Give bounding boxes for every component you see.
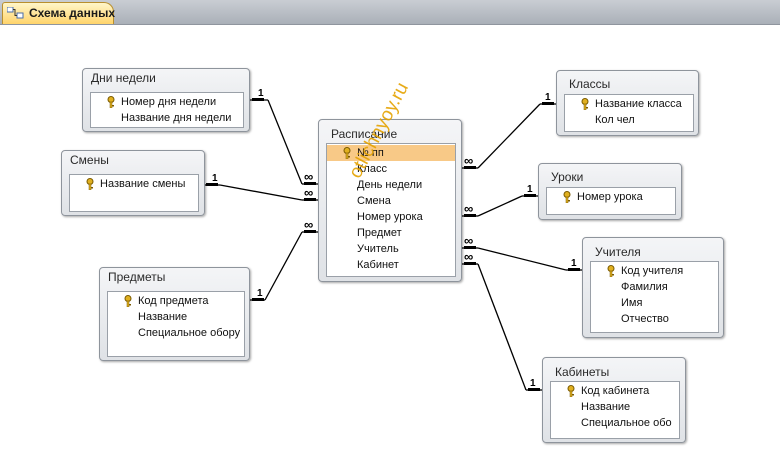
cardinality-many-label: ∞ <box>464 233 474 248</box>
field-row[interactable]: Смена <box>357 195 391 207</box>
field-row[interactable]: Класс <box>357 163 387 175</box>
cardinality-one-label: 1 <box>530 378 536 389</box>
table-title: Учителя <box>595 245 641 259</box>
field-row[interactable]: Название <box>138 311 188 323</box>
field-row[interactable]: Учитель <box>357 243 399 255</box>
cardinality-many-label: ∞ <box>464 153 474 168</box>
primary-key-icon <box>607 265 615 277</box>
field-row[interactable]: Название класса <box>565 96 693 112</box>
cardinality-many-label: ∞ <box>464 201 474 216</box>
table-title: Кабинеты <box>555 365 610 379</box>
field-row[interactable]: Фамилия <box>621 281 668 293</box>
field-list: Название класса Кол чел <box>564 94 694 132</box>
field-list: Номер дня недели Название дня недели <box>90 92 244 128</box>
field-row[interactable]: Код предмета <box>108 293 244 309</box>
cardinality-one-label: 1 <box>571 258 577 269</box>
field-row[interactable]: Номер дня недели <box>91 94 243 110</box>
table-kabinety[interactable]: Кабинеты Код кабинета Название Специальн… <box>542 357 686 443</box>
field-row[interactable]: Номер урока <box>357 211 423 223</box>
primary-key-icon <box>86 178 94 190</box>
primary-key-icon <box>563 191 571 203</box>
table-title: Уроки <box>551 170 584 184</box>
field-row[interactable]: Код кабинета <box>551 383 679 399</box>
field-row[interactable]: Название дня недели <box>121 112 232 124</box>
primary-key-icon <box>581 98 589 110</box>
field-row[interactable]: Специальное обору <box>138 327 241 339</box>
relationships-icon <box>7 7 24 19</box>
table-uchitelya[interactable]: Учителя Код учителя Фамилия Имя Отчество <box>582 237 724 338</box>
cardinality-many-label: ∞ <box>464 249 474 264</box>
field-row[interactable]: Номер урока <box>547 189 675 205</box>
field-row[interactable]: Предмет <box>357 227 402 239</box>
field-list: № пп Класс День недели Смена Номер урока… <box>326 143 456 277</box>
cardinality-one-label: 1 <box>212 173 218 184</box>
field-row[interactable]: День недели <box>357 179 423 191</box>
table-raspisanie[interactable]: Расписание № пп Класс День недели Смена … <box>318 119 462 282</box>
primary-key-icon <box>343 147 351 159</box>
table-title: Смены <box>70 153 109 167</box>
cardinality-many-label: ∞ <box>304 169 314 184</box>
table-uroki[interactable]: Уроки Номер урока <box>538 163 682 220</box>
field-list: Название смены <box>69 174 199 212</box>
table-title: Предметы <box>108 270 166 284</box>
table-title: Классы <box>569 77 611 91</box>
field-row[interactable]: Кол чел <box>595 114 635 126</box>
field-row[interactable]: Название <box>581 401 631 413</box>
field-row[interactable]: Отчество <box>621 313 669 325</box>
field-row[interactable]: Название смены <box>70 176 198 192</box>
cardinality-many-label: ∞ <box>304 217 314 232</box>
table-klassy[interactable]: Классы Название класса Кол чел <box>556 70 699 136</box>
table-dni-nedeli[interactable]: Дни недели Номер дня недели Название дня… <box>82 68 250 132</box>
cardinality-one-label: 1 <box>257 288 263 299</box>
field-list: Номер урока <box>546 187 676 215</box>
cardinality-one-label: 1 <box>527 184 533 195</box>
field-row[interactable]: Код учителя <box>591 263 718 279</box>
cardinality-many-label: ∞ <box>304 185 314 200</box>
cardinality-one-label: 1 <box>545 92 551 103</box>
primary-key-icon <box>124 295 132 307</box>
table-smeny[interactable]: Смены Название смены <box>61 150 205 216</box>
cardinality-one-label: 1 <box>258 88 264 99</box>
field-row[interactable]: Кабинет <box>357 259 399 271</box>
field-list: Код кабинета Название Специальное обо <box>550 381 680 439</box>
field-list: Код предмета Название Специальное обору <box>107 291 245 357</box>
tab-label: Схема данных <box>29 6 115 20</box>
document-tab-bar: Схема данных <box>0 0 780 25</box>
field-row[interactable]: Специальное обо <box>581 417 672 429</box>
field-list: Код учителя Фамилия Имя Отчество <box>590 261 719 333</box>
primary-key-icon <box>567 385 575 397</box>
table-title: Расписание <box>331 127 398 141</box>
field-row[interactable]: Имя <box>621 297 643 309</box>
primary-key-icon <box>107 96 115 108</box>
tab-relationships[interactable]: Схема данных <box>2 2 115 24</box>
field-row-selected[interactable]: № пп <box>327 145 455 161</box>
table-predmety[interactable]: Предметы Код предмета Название Специальн… <box>99 267 250 361</box>
table-title: Дни недели <box>91 71 156 85</box>
